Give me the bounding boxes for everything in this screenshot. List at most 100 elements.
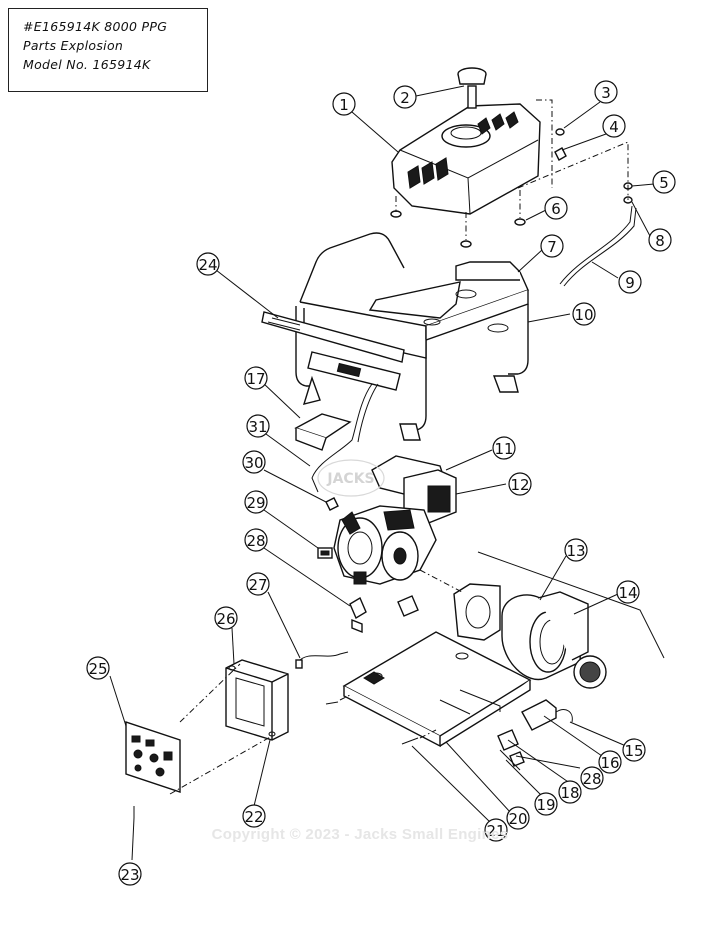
svg-text:22: 22 [244, 808, 263, 826]
svg-text:16: 16 [600, 754, 619, 772]
callout-2: 2 [393, 85, 417, 109]
connector-27 [295, 659, 303, 669]
bolt-front [401, 737, 419, 745]
svg-text:10: 10 [574, 306, 593, 324]
svg-text:13: 13 [566, 542, 585, 560]
svg-text:2: 2 [400, 89, 410, 107]
callout-6: 6 [544, 196, 568, 220]
callout-18: 18 [558, 780, 582, 804]
svg-text:5: 5 [659, 174, 669, 192]
jacks-logo-text: JACKS [326, 471, 374, 487]
svg-text:15: 15 [624, 742, 643, 760]
jacks-logo-watermark: JACKS [317, 459, 385, 497]
wire-harness [311, 383, 373, 493]
alternator [453, 551, 665, 689]
engine-mount-right [397, 595, 419, 617]
callout-5: 5 [652, 170, 676, 194]
svg-text:27: 27 [248, 576, 267, 594]
callout-28b: 28 [580, 766, 604, 790]
control-panel-faceplate [125, 721, 181, 793]
svg-text:6: 6 [551, 200, 561, 218]
engine [333, 455, 457, 585]
panel-line-bottom [169, 735, 273, 795]
engine-mount-plate [351, 618, 363, 634]
callout-19: 19 [534, 792, 558, 816]
svg-text:11: 11 [494, 440, 513, 458]
callout-31: 31 [246, 414, 270, 438]
copyright-watermark: Copyright © 2023 - Jacks Small Engines [211, 826, 509, 843]
callout-22: 22 [242, 804, 266, 828]
svg-text:4: 4 [609, 118, 619, 136]
base-plate [342, 631, 532, 748]
callout-16: 16 [598, 750, 622, 774]
svg-text:31: 31 [248, 418, 267, 436]
callout-4: 4 [602, 114, 626, 138]
control-box-cover [294, 413, 352, 439]
callout-21: 21 [484, 818, 508, 842]
frame [295, 232, 529, 441]
svg-text:23: 23 [120, 866, 139, 884]
fuel-cap [457, 67, 487, 109]
svg-text:29: 29 [246, 494, 265, 512]
callout-27: 27 [246, 572, 270, 596]
callout-14: 14 [616, 580, 640, 604]
callout-23: 23 [118, 862, 142, 886]
fuel-line-edge [563, 207, 637, 287]
fuel-line [559, 205, 633, 285]
callout-11: 11 [492, 436, 516, 460]
part-29-fill [320, 550, 330, 556]
callout-24: 24 [196, 252, 220, 276]
callout-20: 20 [506, 806, 530, 830]
svg-text:3: 3 [601, 84, 611, 102]
svg-text:8: 8 [655, 232, 665, 250]
decal-panel [261, 311, 405, 391]
title-block: #E165914K 8000 PPG Parts Explosion Model… [8, 8, 208, 92]
callout-13: 13 [564, 538, 588, 562]
svg-text:1: 1 [339, 96, 349, 114]
tank-alignment-lines [395, 99, 629, 240]
svg-text:28: 28 [582, 770, 601, 788]
svg-text:12: 12 [510, 476, 529, 494]
callout-1: 1 [332, 92, 356, 116]
svg-text:26: 26 [216, 610, 235, 628]
svg-text:30: 30 [244, 454, 263, 472]
mount-hardware [497, 699, 573, 771]
svg-text:28: 28 [246, 532, 265, 550]
callout-25: 25 [86, 656, 110, 680]
svg-text:9: 9 [625, 274, 635, 292]
control-box-cover-side [295, 428, 327, 451]
callout-26: 26 [214, 606, 238, 630]
callout-10: 10 [572, 302, 596, 326]
part-30-fitting [325, 497, 339, 511]
svg-text:14: 14 [618, 584, 637, 602]
callout-8: 8 [648, 228, 672, 252]
wire-27 [297, 651, 349, 663]
callout-7: 7 [540, 234, 564, 258]
fuel-tank [391, 103, 541, 215]
title-line-2: Parts Explosion [23, 38, 124, 53]
wire-harness-2 [357, 383, 379, 443]
svg-text:7: 7 [547, 238, 557, 256]
callout-3: 3 [594, 80, 618, 104]
engine-mount-left [349, 596, 367, 620]
panel-line-top [179, 663, 241, 723]
svg-text:20: 20 [508, 810, 527, 828]
bolt-left [325, 701, 339, 705]
callout-12: 12 [508, 472, 532, 496]
svg-text:18: 18 [560, 784, 579, 802]
svg-text:24: 24 [198, 256, 217, 274]
callout-28a: 28 [244, 528, 268, 552]
callout-9: 9 [618, 270, 642, 294]
title-line-3: Model No. 165914K [23, 57, 151, 72]
title-line-1: #E165914K 8000 PPG [23, 19, 168, 34]
svg-text:21: 21 [486, 822, 505, 840]
bolt-line-left [339, 693, 353, 701]
callout-15: 15 [622, 738, 646, 762]
callout-30: 30 [242, 450, 266, 474]
svg-text:25: 25 [88, 660, 107, 678]
svg-text:19: 19 [536, 796, 555, 814]
callout-17: 17 [244, 366, 268, 390]
shaft-alignment-line [419, 569, 463, 593]
